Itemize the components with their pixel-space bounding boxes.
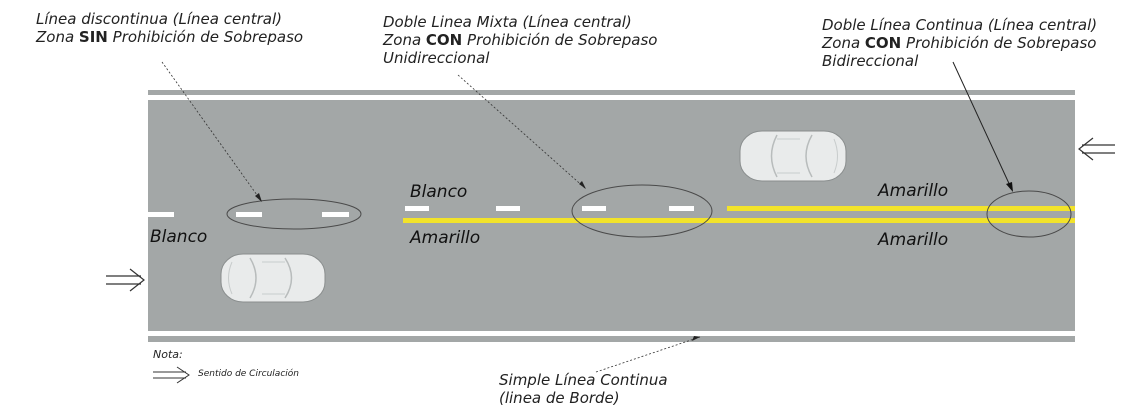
leader-line-dashed <box>161 61 263 203</box>
annotation-dashed-title: Línea discontinua (Línea central) <box>36 10 282 28</box>
double-continuous-line <box>727 206 1075 211</box>
road-surface <box>148 90 1075 342</box>
annotation-edge-line: Simple Línea Continua (linea de Borde) <box>499 371 668 407</box>
leader-arrowhead-mixed <box>579 181 586 189</box>
leader-line-continuous <box>952 61 1013 191</box>
label-amarillo-mid: Amarillo <box>410 228 481 248</box>
annotation-edge-subtitle: (linea de Borde) <box>499 389 620 407</box>
leader-arrowhead-dashed <box>255 193 262 202</box>
leader-arrowhead-continuous <box>1006 182 1013 192</box>
direction-arrow-right-icon <box>106 268 145 292</box>
top-edge-line <box>148 95 1075 100</box>
annotation-continuous-title: Doble Línea Continua (Línea central) <box>822 16 1098 34</box>
label-amarillo-right-bottom: Amarillo <box>878 230 949 250</box>
car-left-icon <box>739 130 847 182</box>
leader-line-mixed <box>457 74 587 190</box>
highlight-ellipse-continuous <box>986 190 1072 238</box>
mixed-double-line <box>403 206 1075 223</box>
annotation-mixed-zone: Zona CON Prohibición de Sobrepaso <box>383 31 658 49</box>
note-title: Nota: <box>153 348 183 361</box>
annotation-dashed-line: Línea discontinua (Línea central) Zona S… <box>36 10 303 46</box>
annotation-dashed-zone: Zona SIN Prohibición de Sobrepaso <box>36 28 304 46</box>
leader-arrowhead-borde <box>692 336 700 341</box>
label-blanco-left: Blanco <box>150 227 208 247</box>
label-amarillo-right-top: Amarillo <box>878 181 949 201</box>
annotation-edge-title: Simple Línea Continua <box>499 371 668 389</box>
annotation-continuous-zone: Zona CON Prohibición de Sobrepaso <box>822 34 1097 52</box>
dashed-center-line-left <box>148 212 349 217</box>
legend-arrow-icon <box>153 366 190 384</box>
note-legend-text: Sentido de Circulación <box>198 369 299 379</box>
car-right-icon <box>220 253 326 303</box>
label-blanco-mid: Blanco <box>410 182 468 202</box>
annotation-continuous-line: Doble Línea Continua (Línea central) Zon… <box>822 16 1097 70</box>
annotation-mixed-line: Doble Linea Mixta (Línea central) Zona C… <box>383 13 657 67</box>
bottom-edge-line <box>148 331 1075 336</box>
highlight-ellipse-dashed <box>226 198 362 230</box>
annotation-continuous-direction: Bidireccional <box>822 52 919 70</box>
direction-arrow-left-icon <box>1078 137 1115 161</box>
highlight-ellipse-mixed <box>571 184 713 238</box>
leader-line-borde <box>595 336 701 373</box>
annotation-mixed-title: Doble Linea Mixta (Línea central) <box>383 13 632 31</box>
annotation-mixed-direction: Unidireccional <box>383 49 490 67</box>
